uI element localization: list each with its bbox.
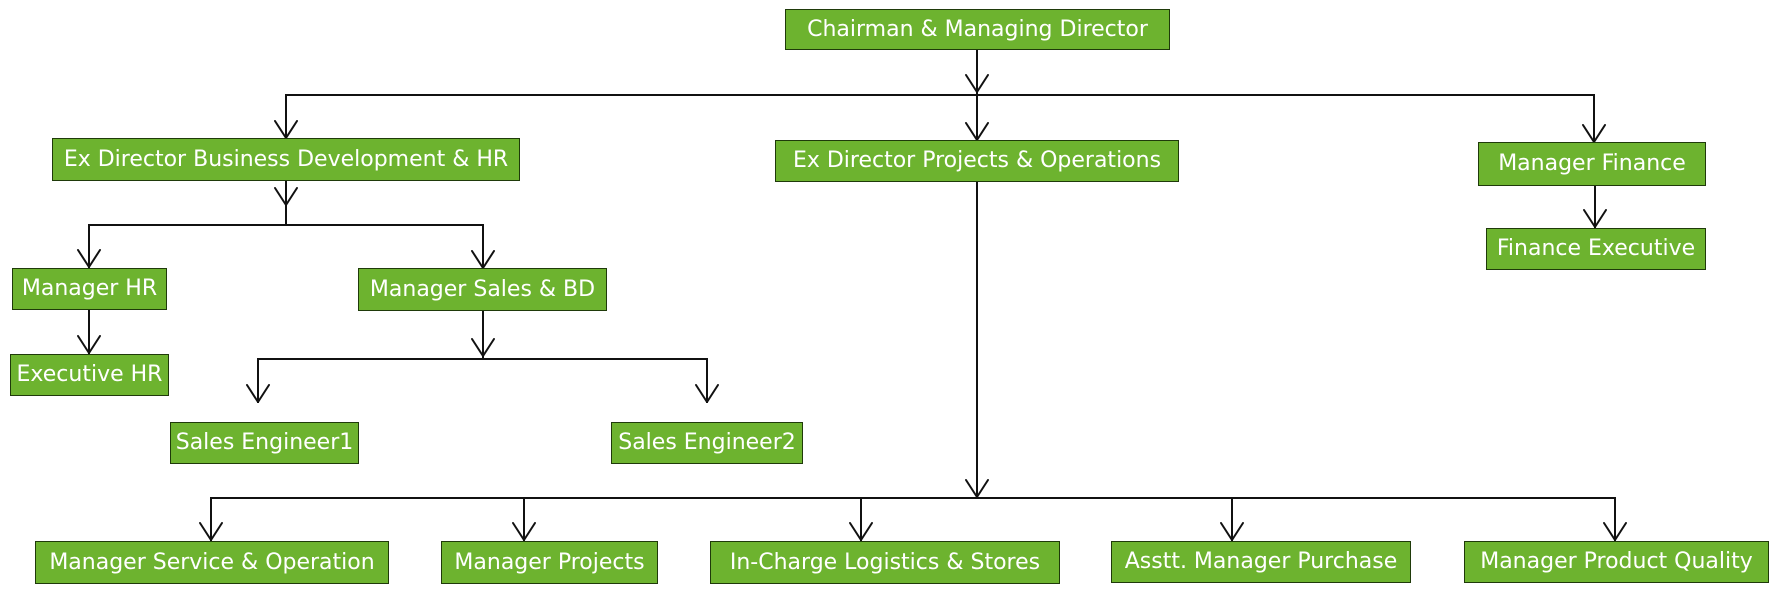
node-sales-engineer-1: Sales Engineer1 xyxy=(170,422,359,464)
node-manager-sales-bd: Manager Sales & BD xyxy=(358,268,607,311)
node-label: Chairman & Managing Director xyxy=(807,16,1148,42)
node-label: Manager Finance xyxy=(1498,151,1686,176)
node-incharge-logistics-stores: In-Charge Logistics & Stores xyxy=(710,541,1060,584)
node-ex-director-projects-ops: Ex Director Projects & Operations xyxy=(775,140,1179,182)
node-label: Sales Engineer2 xyxy=(618,430,796,455)
node-label: Ex Director Business Development & HR xyxy=(63,146,509,172)
node-manager-projects: Manager Projects xyxy=(441,541,658,584)
node-label: Manager Projects xyxy=(454,549,645,575)
node-chairman: Chairman & Managing Director xyxy=(785,9,1170,50)
node-label: In-Charge Logistics & Stores xyxy=(729,549,1041,575)
node-manager-product-quality: Manager Product Quality xyxy=(1464,541,1769,583)
node-asstt-manager-purchase: Asstt. Manager Purchase xyxy=(1111,541,1411,583)
node-ex-director-bd-hr: Ex Director Business Development & HR xyxy=(52,138,520,181)
node-finance-executive: Finance Executive xyxy=(1486,228,1706,270)
node-label: Sales Engineer1 xyxy=(175,430,354,455)
node-executive-hr: Executive HR xyxy=(10,354,169,396)
node-label: Manager HR xyxy=(21,276,158,301)
node-label: Ex Director Projects & Operations xyxy=(792,148,1162,173)
node-label: Manager Product Quality xyxy=(1480,549,1753,574)
node-label: Executive HR xyxy=(16,362,163,387)
node-label: Manager Service & Operation xyxy=(49,549,375,575)
node-manager-hr: Manager HR xyxy=(12,268,167,310)
node-manager-service-operation: Manager Service & Operation xyxy=(35,541,389,584)
node-manager-finance: Manager Finance xyxy=(1478,142,1706,186)
node-sales-engineer-2: Sales Engineer2 xyxy=(611,422,803,464)
node-label: Finance Executive xyxy=(1496,236,1696,261)
node-label: Manager Sales & BD xyxy=(369,276,596,302)
node-label: Asstt. Manager Purchase xyxy=(1124,549,1398,574)
